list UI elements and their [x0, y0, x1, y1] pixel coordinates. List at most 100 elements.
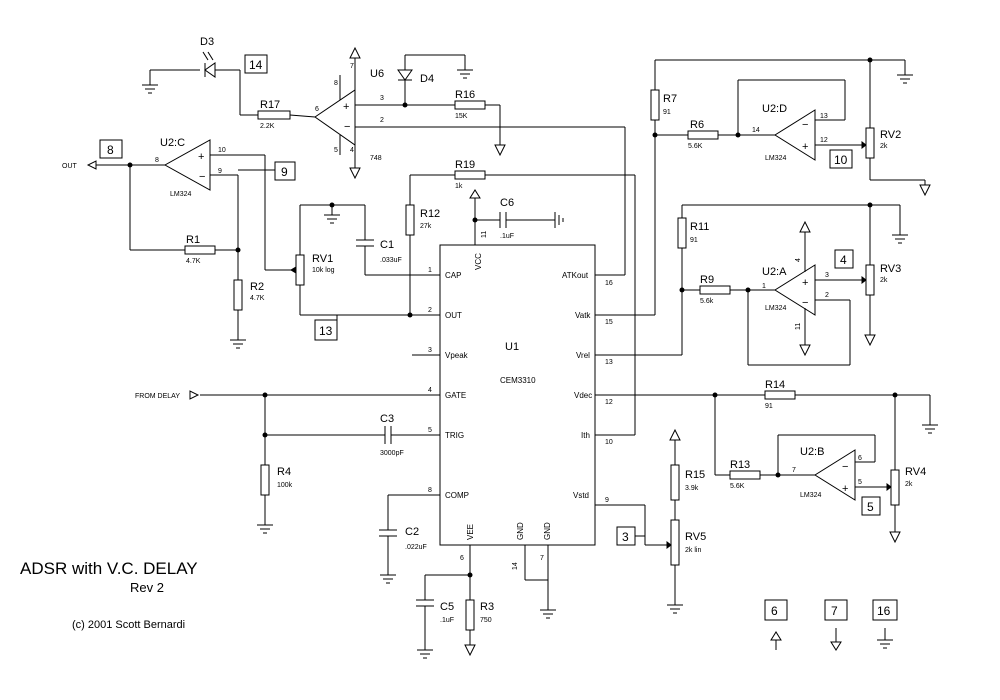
- u2a-plus-pin: 3: [825, 272, 829, 279]
- u2b-out-pin: 7: [792, 467, 796, 474]
- r9-ref: R9: [700, 274, 714, 286]
- r13-value: 5.6K: [730, 483, 745, 490]
- u2d-ref: U2:D: [762, 103, 787, 115]
- u2a-ref: U2:A: [762, 266, 787, 278]
- ic-u1: U1 CEM3310 CAP 1 OUT 2 Vpeak 3 GATE 4 TR…: [200, 220, 930, 580]
- r2-value: 4.7K: [250, 295, 265, 302]
- u2d-part: LM324: [765, 155, 787, 162]
- pin-cap-num: 1: [428, 267, 432, 274]
- pot-rv4: RV4 2k: [890, 466, 926, 506]
- pin-vee-num: 6: [460, 555, 464, 562]
- u2c-ref: U2:C: [160, 137, 185, 149]
- pin-out-num: 2: [428, 307, 432, 314]
- pot-rv3: RV3 2k: [865, 263, 901, 296]
- c6-ref: C6: [500, 197, 514, 209]
- r16-value: 15K: [455, 113, 468, 120]
- c2-value: .022uF: [405, 544, 427, 551]
- r12-value: 27k: [420, 223, 432, 230]
- u6-out-pin: 6: [315, 106, 319, 113]
- opamp-u2c: U2:C LM324 + − 8 10 9: [155, 137, 226, 198]
- pin-vrel-name: Vrel: [576, 351, 590, 360]
- pin-vpeak-name: Vpeak: [445, 351, 469, 360]
- pin-out-name: OUT: [445, 311, 462, 320]
- svg-text:+: +: [802, 141, 808, 153]
- rv3-ref: RV3: [880, 263, 901, 275]
- pin-atkout-num: 16: [605, 280, 613, 287]
- r11-ref: R11: [690, 221, 709, 233]
- r17-ref: R17: [260, 99, 280, 111]
- pin-vrel-num: 13: [605, 359, 613, 366]
- svg-text:−: −: [842, 461, 848, 473]
- r2-ref: R2: [250, 281, 264, 293]
- r11-value: 91: [690, 237, 698, 244]
- r15-value: 3.9k: [685, 485, 699, 492]
- r14-value: 91: [765, 403, 773, 410]
- rv1-value: 10k log: [312, 267, 335, 274]
- u2d-plus-pin: 12: [820, 137, 828, 144]
- pin-gnd2-num: 7: [540, 555, 544, 562]
- r19-ref: R19: [455, 159, 475, 171]
- rv5-ref: RV5: [685, 531, 706, 543]
- pin-trig-num: 5: [428, 427, 432, 434]
- pot-rv1: RV1 10k log: [286, 253, 335, 286]
- pin-gnd1-num: 14: [512, 562, 519, 570]
- opamp-u2d: U2:D LM324 − + 14 13 12: [752, 103, 828, 162]
- pin-gate-num: 4: [428, 387, 432, 394]
- opamp-u6: U6 748 + − 6 3 2 8 7 5 4: [314, 63, 384, 162]
- r4-ref: R4: [277, 466, 291, 478]
- c5-ref: C5: [440, 601, 454, 613]
- rv1-ref: RV1: [312, 253, 333, 265]
- pin-vee-name: VEE: [466, 524, 475, 540]
- pin-ith-num: 10: [605, 439, 613, 446]
- pin-gnd1-name: GND: [516, 522, 525, 540]
- u2c-plus-pin: 10: [218, 147, 226, 154]
- u6-pin5: 5: [334, 147, 338, 154]
- pin-vdec-num: 12: [605, 399, 613, 406]
- svg-text:+: +: [842, 483, 848, 495]
- u2c-part: LM324: [170, 191, 192, 198]
- u2b-part: LM324: [800, 492, 822, 499]
- c3-ref: C3: [380, 413, 394, 425]
- u6-pin4: 4: [350, 147, 354, 154]
- net-label-3: 3: [622, 530, 629, 544]
- u2c-out-pin: 8: [155, 157, 159, 164]
- pin-vstd-name: Vstd: [573, 491, 589, 500]
- u6-plus-pin: 3: [380, 95, 384, 102]
- u2d-out-pin: 14: [752, 127, 760, 134]
- pin-trig-name: TRIG: [445, 431, 464, 440]
- pin-gnd2-name: GND: [543, 522, 552, 540]
- pin-vpeak-num: 3: [428, 347, 432, 354]
- pin-ith-name: Ith: [581, 431, 590, 440]
- u6-pin8: 8: [334, 80, 338, 87]
- net-label-4: 4: [840, 253, 847, 267]
- rv4-value: 2k: [905, 481, 913, 488]
- pot-rv5: RV5 2k lin: [670, 519, 706, 566]
- net-label-8: 8: [107, 143, 114, 157]
- pin-vcc-name: VCC: [474, 253, 483, 270]
- svg-text:+: +: [802, 277, 808, 289]
- schematic-title: ADSR with V.C. DELAY: [20, 559, 198, 578]
- r9-value: 5.6k: [700, 298, 714, 305]
- u6-ref: U6: [370, 68, 384, 80]
- u1-part: CEM3310: [500, 376, 536, 385]
- r4-value: 100k: [277, 482, 293, 489]
- net-label-5: 5: [867, 500, 874, 514]
- legend-7: 7: [831, 604, 838, 618]
- u2b-plus-pin: 5: [858, 479, 862, 486]
- net-label-14: 14: [249, 58, 263, 72]
- u2a-vminus-pin: 11: [795, 323, 802, 330]
- u6-part: 748: [370, 155, 382, 162]
- r19-value: 1k: [455, 183, 463, 190]
- d3-ref: D3: [200, 36, 214, 48]
- pot-rv2: RV2 2k: [865, 127, 901, 159]
- pin-comp-num: 8: [428, 487, 432, 494]
- c1-ref: C1: [380, 239, 394, 251]
- rv4-ref: RV4: [905, 466, 926, 478]
- net-label-13: 13: [319, 324, 333, 338]
- schematic-copyright: (c) 2001 Scott Bernardi: [72, 619, 185, 631]
- pin-vatk-name: Vatk: [575, 311, 591, 320]
- u2b-minus-pin: 6: [858, 455, 862, 462]
- pin-vdec-name: Vdec: [574, 391, 592, 400]
- r6-value: 5.6K: [688, 143, 703, 150]
- r15-ref: R15: [685, 469, 705, 481]
